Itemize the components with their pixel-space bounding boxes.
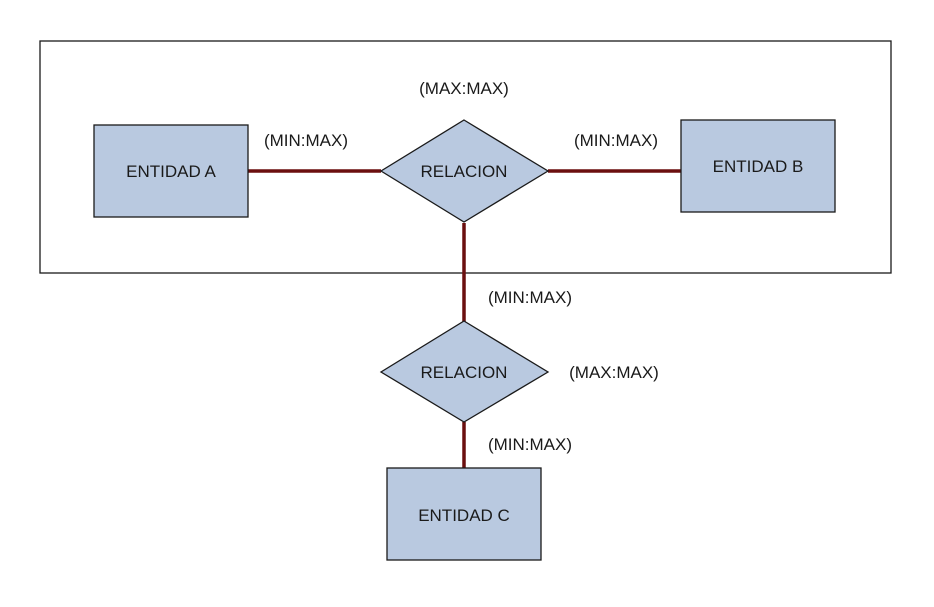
cardinality-entity-a: (MIN:MAX) <box>264 131 348 150</box>
entity-c-label: ENTIDAD C <box>418 506 510 525</box>
entity-a-label: ENTIDAD A <box>126 162 216 181</box>
entity-b-label: ENTIDAD B <box>713 157 804 176</box>
entity-b-box <box>680 119 836 213</box>
entity-c[interactable]: ENTIDAD C <box>386 467 542 561</box>
entity-b[interactable]: ENTIDAD B <box>680 119 836 213</box>
entity-c-box <box>386 467 542 561</box>
cardinality-entity-c: (MIN:MAX) <box>488 435 572 454</box>
cardinality-bottom-max: (MAX:MAX) <box>569 363 659 382</box>
relation-bottom-label: RELACION <box>421 363 508 382</box>
cardinality-labels: (MAX:MAX) (MIN:MAX) (MIN:MAX) (MIN:MAX) … <box>264 79 659 454</box>
relation-bottom-diamond <box>379 320 550 423</box>
cardinality-aggregate-side: (MIN:MAX) <box>488 288 572 307</box>
relation-bottom[interactable]: RELACION <box>379 320 550 423</box>
connectors <box>248 169 681 468</box>
entity-a[interactable]: ENTIDAD A <box>93 124 249 218</box>
relation-top-label: RELACION <box>421 162 508 181</box>
cardinality-entity-b: (MIN:MAX) <box>574 131 658 150</box>
cardinality-top-max: (MAX:MAX) <box>419 79 509 98</box>
relation-top-diamond <box>379 119 550 223</box>
relation-top[interactable]: RELACION <box>379 119 550 223</box>
entity-a-box <box>93 124 249 218</box>
